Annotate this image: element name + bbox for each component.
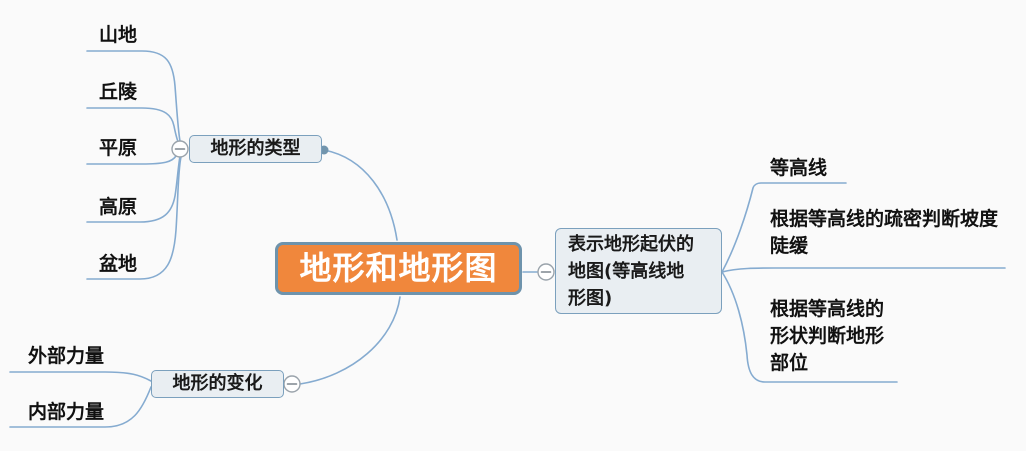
leaf-landform-shape-line3: 部位 (770, 352, 809, 374)
leaf-plateau[interactable]: 高原 (99, 196, 138, 218)
leaf-landform-shape[interactable]: 根据等高线的 形状判断地形 部位 (770, 296, 920, 377)
leaf-hill[interactable]: 丘陵 (99, 81, 138, 103)
leaf-slope-density[interactable]: 根据等高线的疏密判断坡度 陡缓 (770, 206, 1020, 260)
collapse-icon-types[interactable] (171, 140, 189, 158)
branch-line-internal-force (9, 386, 152, 428)
central-topic[interactable]: 地形和地形图 (275, 242, 522, 295)
topic-terrain-changes[interactable]: 地形的变化 (151, 370, 284, 398)
leaf-landform-shape-line1: 根据等高线的 (770, 298, 885, 320)
collapse-icon-contour[interactable] (537, 263, 555, 281)
topic-contour-map[interactable]: 表示地形起伏的 地图(等高线地 形图) (555, 228, 722, 314)
branch-line-plateau (86, 155, 181, 223)
branch-line-slope-density (721, 267, 1006, 273)
topic-contour-map-line2: 地图(等高线地 (568, 261, 685, 282)
topic-contour-map-line3: 形图) (568, 288, 613, 309)
leaf-contour-line[interactable]: 等高线 (770, 157, 828, 179)
leaf-external-force[interactable]: 外部力量 (28, 345, 105, 367)
topic-terrain-types[interactable]: 地形的类型 (189, 135, 322, 163)
leaf-plain[interactable]: 平原 (99, 137, 138, 159)
leaf-mountain[interactable]: 山地 (99, 24, 138, 46)
branch-line-external-force (9, 371, 152, 382)
branch-line-central-to-types (323, 149, 398, 241)
branch-line-contour-line (721, 182, 847, 273)
leaf-landform-shape-line2: 形状判断地形 (770, 325, 885, 347)
branch-line-mountain (86, 50, 181, 142)
branch-line-hill (86, 107, 180, 145)
leaf-internal-force[interactable]: 内部力量 (28, 401, 105, 423)
branch-line-basin (86, 156, 182, 280)
leaf-slope-density-line2: 陡缓 (770, 235, 809, 257)
branch-line-landform-shape (721, 271, 898, 383)
branch-line-central-to-changes (299, 296, 401, 385)
leaf-slope-density-line1: 根据等高线的疏密判断坡度 (770, 208, 999, 230)
collapse-icon-changes[interactable] (283, 375, 301, 393)
topic-contour-map-line1: 表示地形起伏的 (568, 234, 694, 255)
leaf-basin[interactable]: 盆地 (99, 253, 138, 275)
